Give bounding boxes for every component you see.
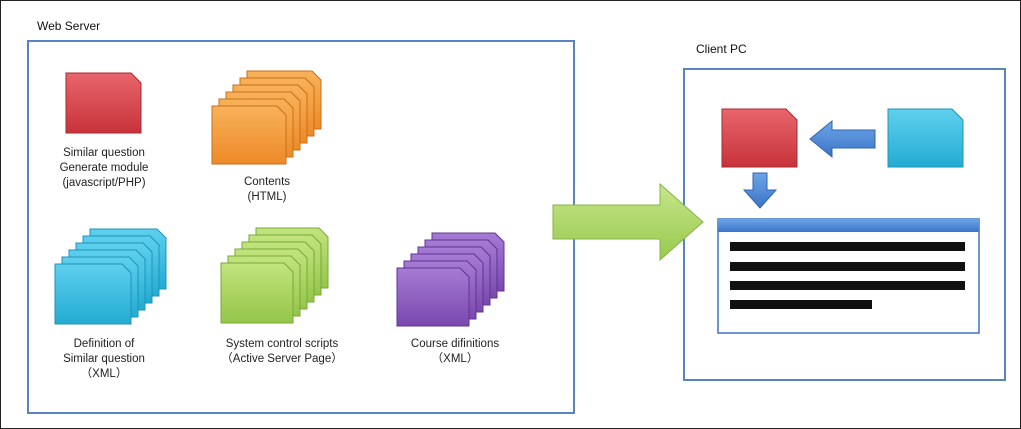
left-arrow-icon [809,119,876,159]
client-red-document-icon [721,108,798,168]
down-arrow-icon [742,172,778,209]
definition-caption: Definition of Similar question （XML） [63,338,145,380]
document-sheet [54,263,132,325]
similar-question-module-caption: Similar question Generate module (javasc… [59,147,149,189]
document-sheet [396,267,470,327]
orange-document-stack-icon [211,70,322,165]
document-sheet [211,105,287,165]
course-definitions-caption: Course difinitions （XML） [410,338,500,365]
browser-window-icon [717,218,980,334]
red-document-icon [65,72,142,134]
text-line [730,281,965,290]
transfer-arrow-icon [552,182,704,262]
system-scripts-caption: System control scripts （Active Server Pa… [221,338,343,365]
client-pc-title: Client PC [696,42,747,56]
text-line [730,300,872,309]
document-sheet [220,262,294,324]
text-line [730,242,965,251]
web-server-title: Web Server [37,19,101,33]
green-document-stack-icon [220,227,329,324]
purple-document-stack-icon [396,232,505,327]
text-line [730,262,965,271]
cyan-document-stack-icon [54,228,167,325]
client-cyan-document-icon [887,108,964,168]
contents-caption: Contents (HTML) [243,176,291,203]
